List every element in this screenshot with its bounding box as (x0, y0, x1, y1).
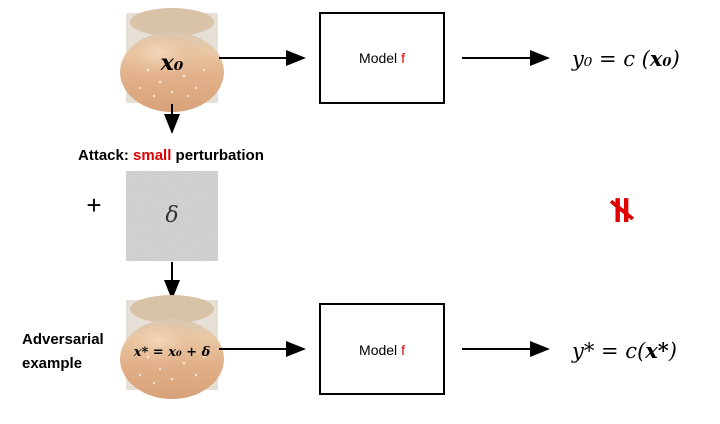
adversarial-label-line1: Adversarial (22, 331, 104, 348)
adv-image-label: x* = x₀ + δ (133, 345, 211, 360)
input-image (120, 8, 224, 112)
model-bottom-label: Model f (359, 342, 405, 358)
not-equal-symbol: ≠ (601, 194, 645, 226)
output-top: y₀ = c (x₀) (571, 46, 680, 71)
perturbation-image (126, 171, 218, 261)
adversarial-label-line2: example (22, 355, 82, 372)
adversarial-image (120, 295, 224, 399)
model-box-bottom (319, 303, 445, 395)
input-image-label: x₀ (160, 50, 184, 76)
output-bottom: y* = c(x*) (571, 338, 677, 363)
delta-label: δ (165, 203, 178, 228)
model-box-top (319, 12, 445, 104)
model-top-label: Model f (359, 50, 405, 66)
plus-sign: + (86, 190, 101, 220)
attack-label: Attack: small perturbation (78, 147, 264, 164)
